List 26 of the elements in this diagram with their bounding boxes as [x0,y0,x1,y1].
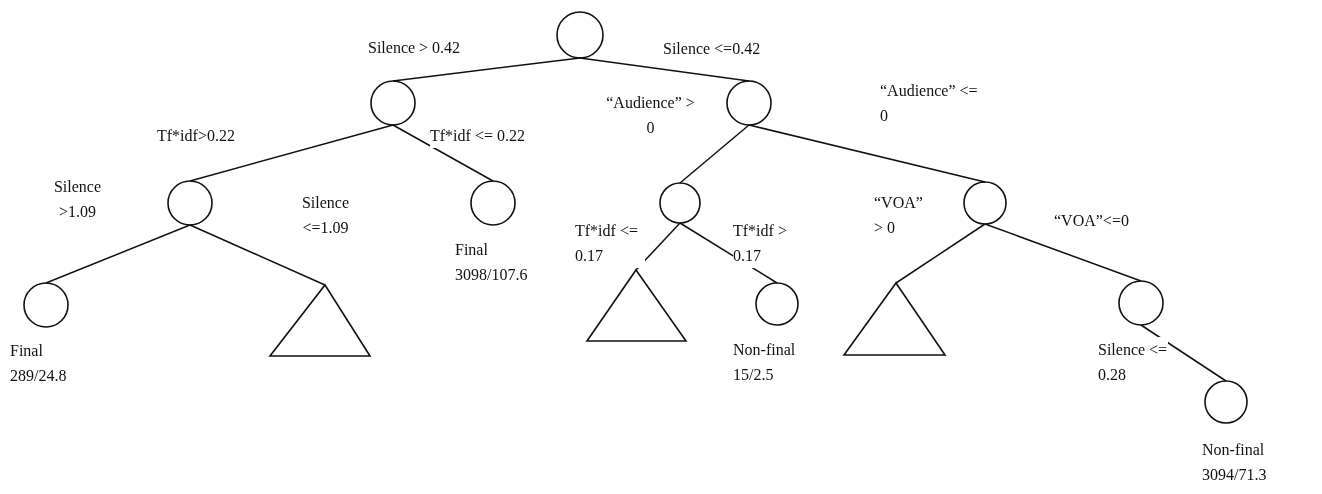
tree-node-circle [659,182,701,224]
branch-line [189,224,326,286]
tree-node-circle [1118,280,1164,326]
tree-node-circle [23,282,69,328]
tree-node-circle [726,80,772,126]
branch-line [984,223,1142,282]
subtree-triangle [269,284,371,357]
leaf-label: Non-final 15/2.5 [733,340,797,385]
tree-node-circle [556,11,604,59]
branch-line [45,224,191,284]
branch-line [679,124,750,184]
leaf-label: Non-final 3094/71.3 [1202,440,1268,485]
subtree-triangle [586,269,687,342]
tree-node-circle [370,80,416,126]
tree-node-circle [1204,380,1248,424]
branch-line [635,222,681,271]
branch-line [1140,324,1227,382]
leaf-label: Final 289/24.8 [10,341,68,386]
tree-node-circle [755,282,799,326]
subtree-triangle [843,282,946,356]
tree-node-circle [470,180,516,226]
tree-node-circle [963,181,1007,225]
branch-line [895,223,986,284]
branch-line [392,124,494,182]
leaf-label: Final 3098/107.6 [455,240,525,285]
tree-node-circle [167,180,213,226]
